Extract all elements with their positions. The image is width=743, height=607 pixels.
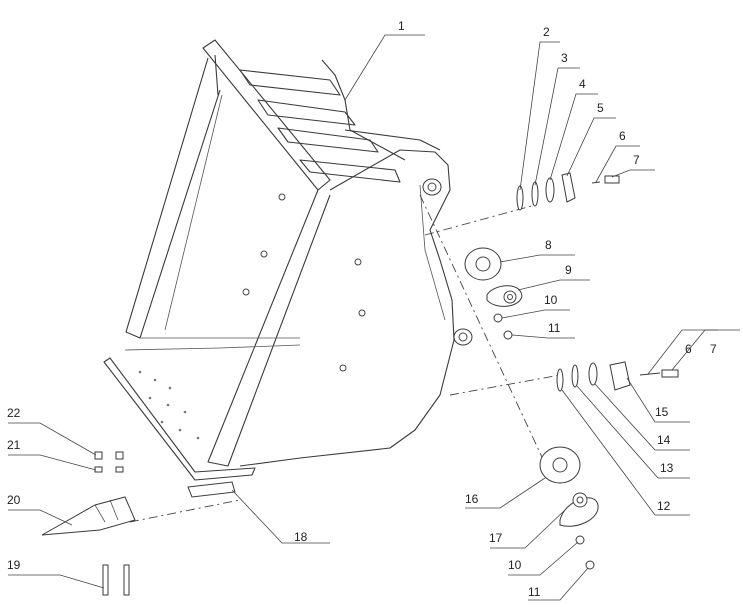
callout-21: 21 bbox=[7, 438, 21, 452]
callout-11: 11 bbox=[548, 321, 561, 335]
callout-10: 10 bbox=[544, 293, 558, 307]
callout-2: 2 bbox=[543, 25, 550, 39]
leader-lines bbox=[8, 34, 740, 601]
callout-10-lower: 10 bbox=[508, 558, 522, 572]
upper-pin-axis bbox=[424, 204, 536, 236]
callout-3: 3 bbox=[561, 51, 568, 65]
callout-16: 16 bbox=[465, 492, 479, 506]
callout-18: 18 bbox=[294, 530, 308, 544]
lower-pin-axis bbox=[449, 374, 561, 396]
lower-pin-parts bbox=[539, 361, 679, 570]
callout-7: 7 bbox=[633, 153, 640, 167]
callout-12: 12 bbox=[657, 499, 671, 513]
callout-labels: 1 2 3 4 5 6 7 8 9 10 11 6 7 15 14 13 12 … bbox=[7, 19, 717, 599]
callout-9: 9 bbox=[565, 263, 572, 277]
tooth-axis bbox=[129, 499, 241, 523]
callout-14: 14 bbox=[657, 433, 671, 447]
callout-15: 15 bbox=[655, 405, 669, 419]
callout-5: 5 bbox=[597, 101, 604, 115]
callout-7-lower: 7 bbox=[710, 342, 717, 356]
callout-20: 20 bbox=[7, 493, 21, 507]
callout-6-lower: 6 bbox=[685, 342, 692, 356]
bucket-body bbox=[103, 39, 473, 481]
tooth-parts bbox=[41, 451, 236, 596]
callout-4: 4 bbox=[579, 77, 586, 91]
callout-19: 19 bbox=[7, 558, 21, 572]
callout-1: 1 bbox=[398, 19, 405, 33]
callout-22: 22 bbox=[7, 406, 21, 420]
vertical-axis bbox=[419, 194, 549, 471]
callout-11-lower: 11 bbox=[528, 585, 541, 599]
upper-pin-parts bbox=[464, 172, 620, 340]
callout-6: 6 bbox=[619, 129, 626, 143]
callout-17: 17 bbox=[489, 531, 503, 545]
callout-8: 8 bbox=[545, 238, 552, 252]
callout-13: 13 bbox=[660, 461, 674, 475]
